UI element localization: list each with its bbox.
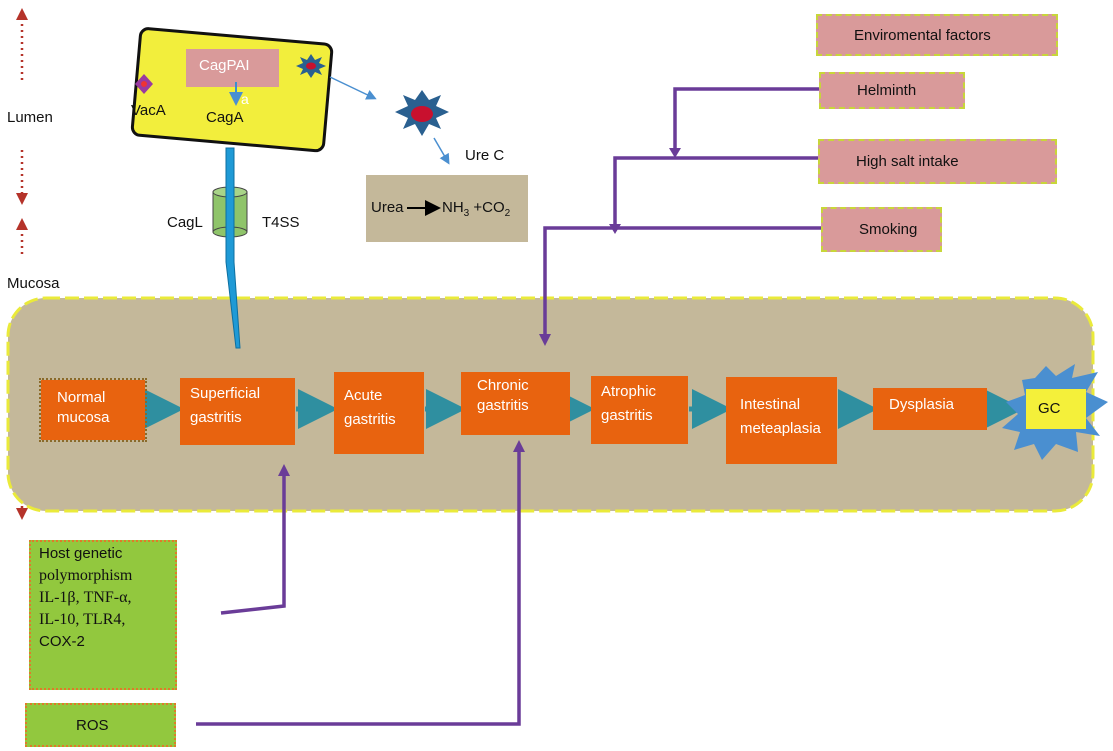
- nh3-label: NH3 +CO2: [442, 199, 511, 219]
- ure-c-label: Ure C: [465, 147, 505, 164]
- env-smoking: Smoking: [821, 207, 942, 252]
- cagpai-box: [186, 49, 279, 87]
- mucosa-axis-arrow-top: [16, 218, 28, 255]
- env-helminth: Helminth: [819, 72, 965, 109]
- stage-dysplasia: Dysplasia: [873, 388, 987, 430]
- lumen-axis-arrow: [16, 8, 28, 205]
- ros-box: ROS: [25, 703, 176, 747]
- env-factors-header: Enviromental factors: [816, 14, 1058, 56]
- t4ss-label: T4SS: [262, 214, 300, 231]
- cagl-label: CagL: [167, 214, 203, 231]
- gc-box: [1026, 389, 1086, 429]
- env-high-salt: High salt intake: [818, 139, 1057, 184]
- factor-connectors: [196, 87, 822, 726]
- small-a-mark: a: [241, 91, 249, 107]
- urea-reaction-box: [366, 175, 528, 242]
- gc-label: GC: [1038, 400, 1061, 417]
- vaca-label: VacA: [131, 102, 166, 119]
- mucosa-label: Mucosa: [7, 275, 60, 292]
- host-genetic-box: Host genetic polymorphism IL-1β, TNF-α, …: [29, 540, 177, 690]
- t4ss-needle: [225, 147, 241, 349]
- caga-label: CagA: [206, 109, 244, 126]
- cagpai-label: CagPAI: [199, 57, 250, 74]
- bacterium: [130, 27, 334, 153]
- urea-label: Urea: [371, 199, 404, 216]
- lumen-label: Lumen: [7, 109, 53, 126]
